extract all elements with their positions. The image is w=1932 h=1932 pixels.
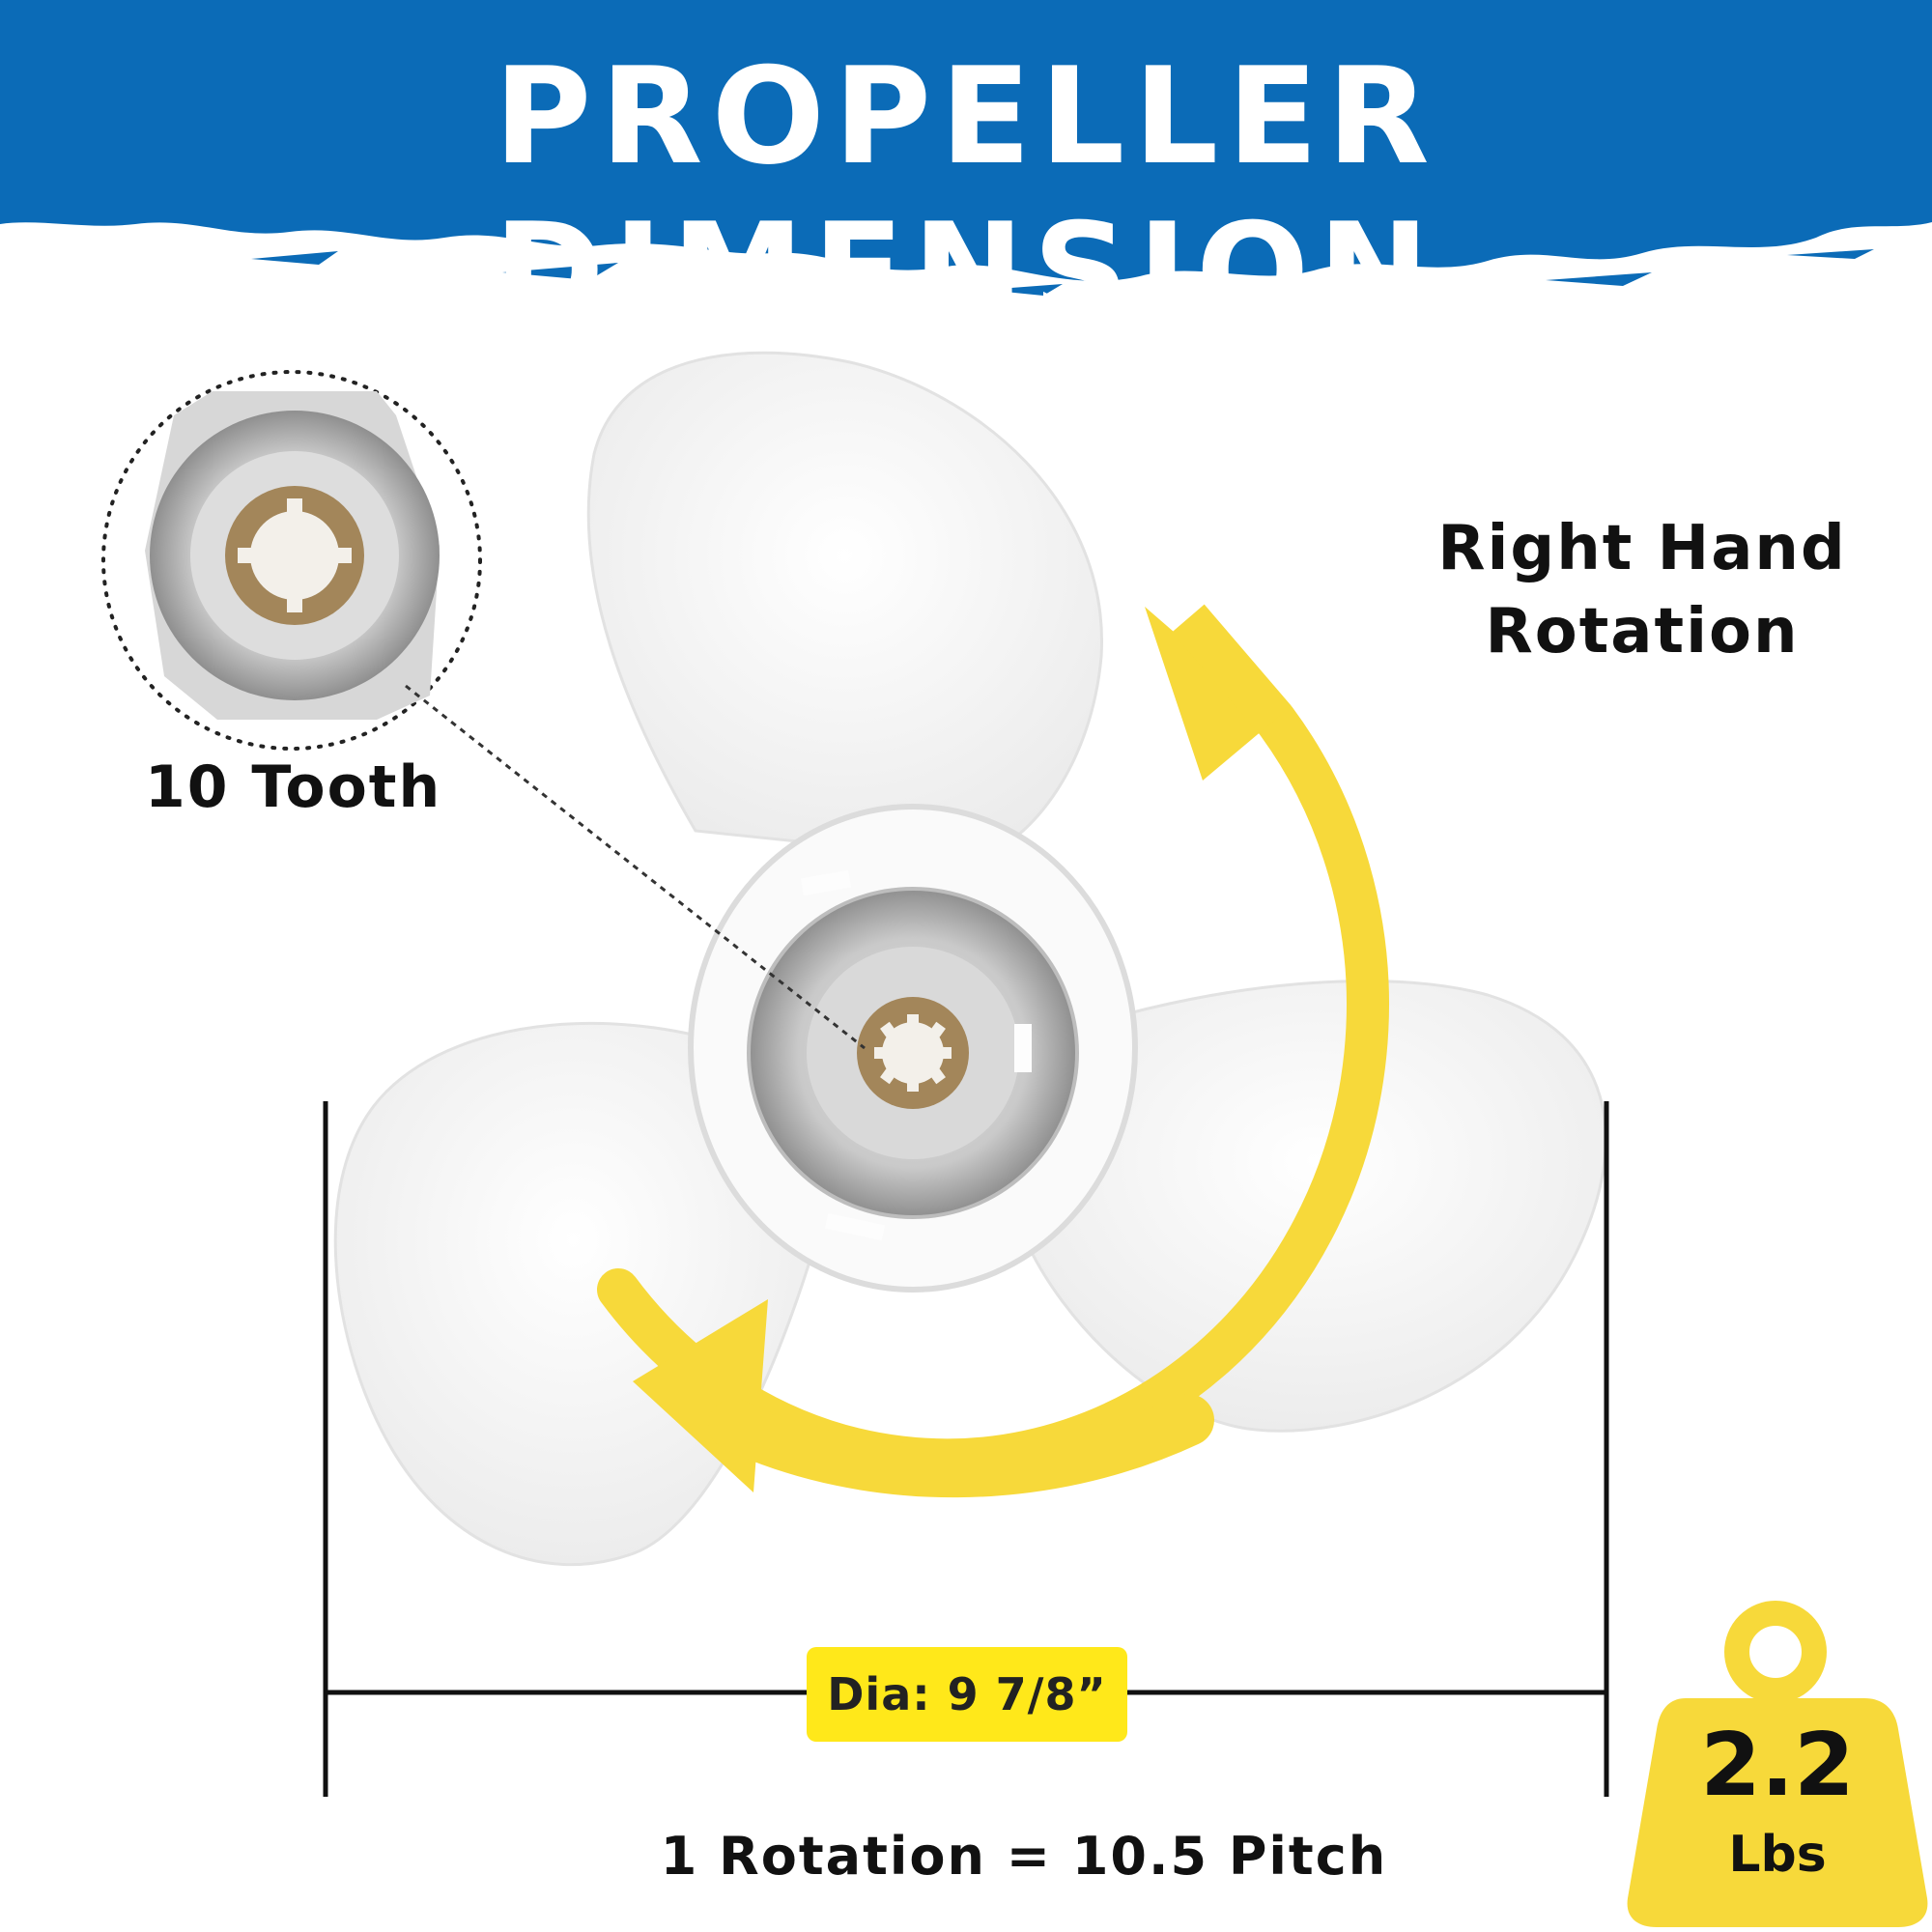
propeller-blade-top (586, 351, 1103, 862)
page-title: PROPELLER DIMENSION (494, 39, 1438, 350)
rotation-line-2: Rotation (1485, 596, 1800, 668)
header-band (0, 0, 1932, 296)
rotation-line-1: Right Hand (1437, 513, 1847, 584)
spline-teeth (874, 1014, 952, 1092)
rotation-direction-label: Right Hand Rotation (1391, 507, 1893, 673)
rotation-arrow-icon (597, 604, 1389, 1498)
spline-inset (101, 370, 866, 1050)
diameter-badge: Dia: 9 7/8” (807, 1647, 1127, 1742)
weight-icon (1627, 1601, 1928, 1927)
weight-unit: Lbs (1728, 1826, 1827, 1884)
weight-value: 2.2 (1700, 1715, 1855, 1816)
diameter-dimension (323, 1101, 1609, 1797)
propeller (333, 351, 1607, 1567)
pitch-label: 1 Rotation = 10.5 Pitch (660, 1826, 1388, 1887)
spline-count-label: 10 Tooth (145, 753, 442, 821)
